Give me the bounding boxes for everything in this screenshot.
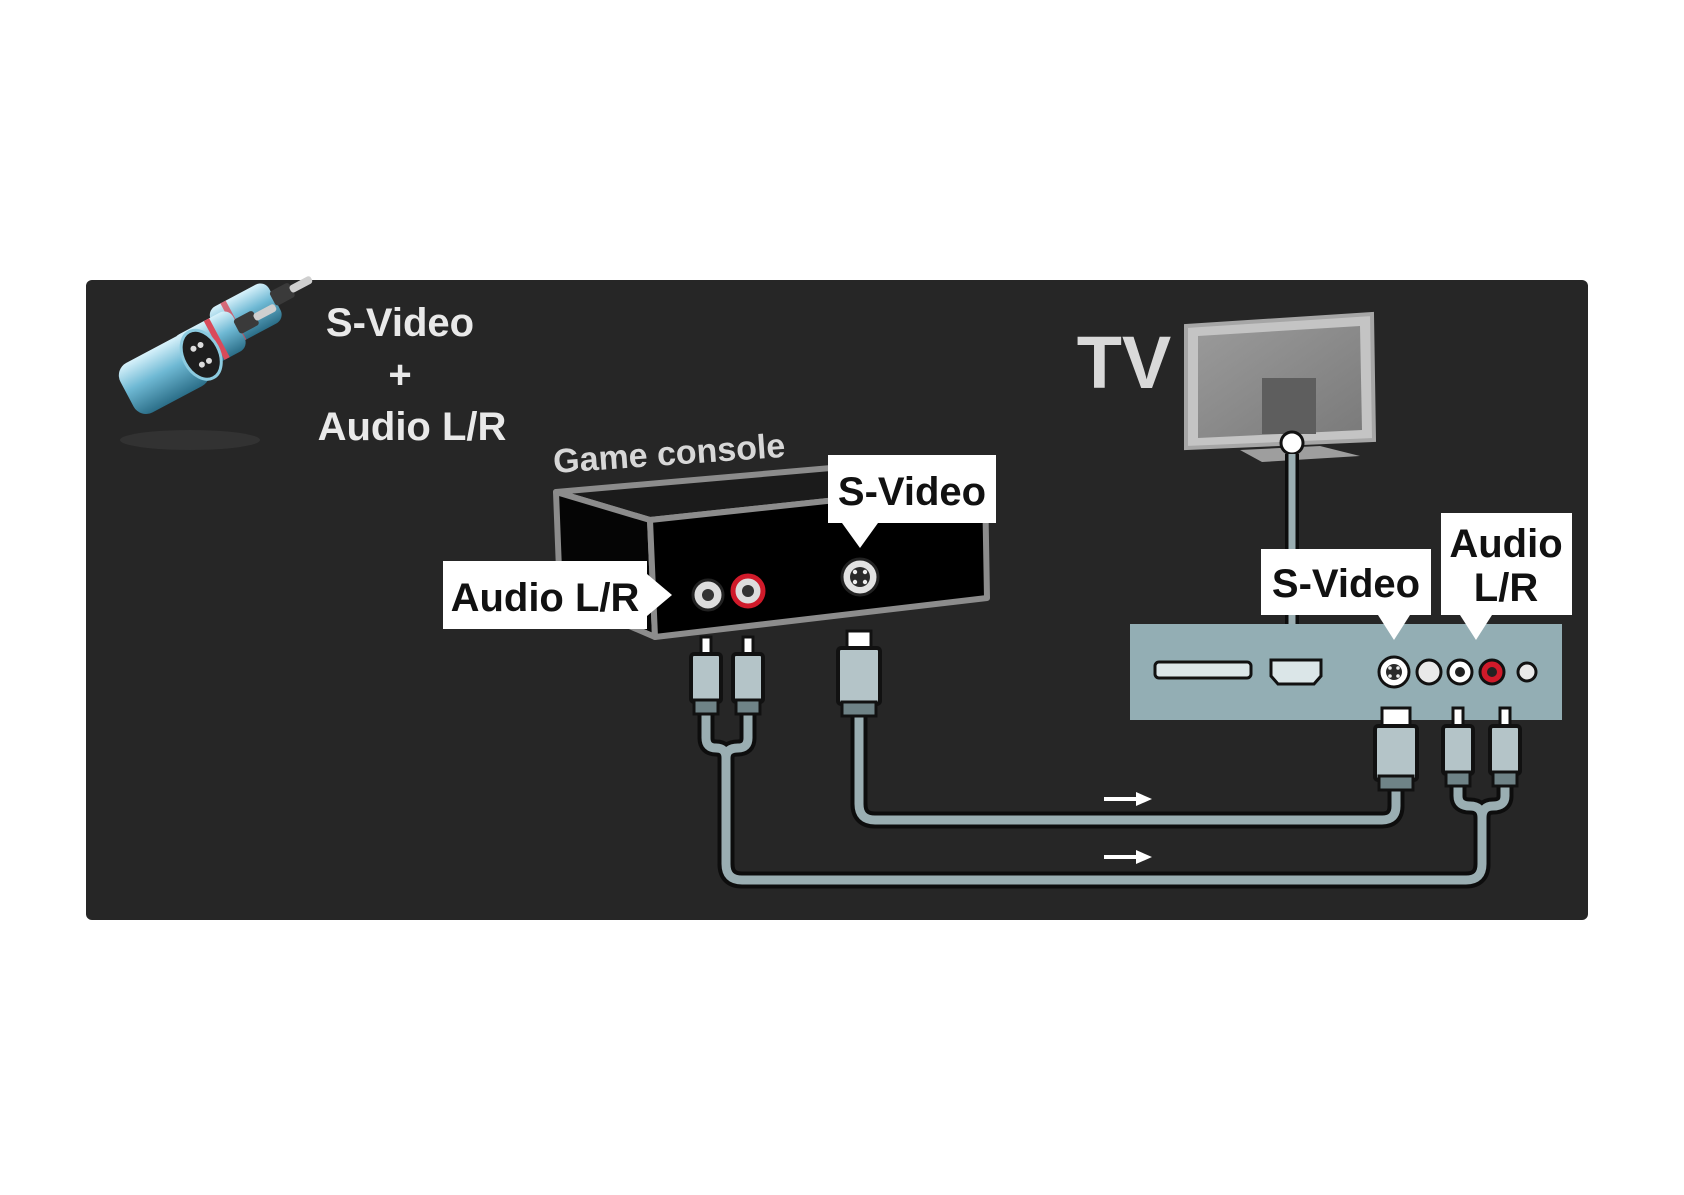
svideo-audio-cable-icon — [118, 276, 313, 450]
legend-audio-lr: Audio L/R — [318, 405, 507, 449]
legend-svideo: S-Video — [326, 301, 474, 345]
tv-headphone-jack — [1516, 661, 1538, 683]
console-svideo-plug — [836, 629, 882, 718]
tv-connector-panel — [1130, 624, 1562, 720]
tv-slot-port — [1153, 660, 1253, 680]
tv-audio-label-line1: Audio — [1449, 522, 1562, 566]
tv-icon — [1184, 311, 1377, 462]
console-audio-callout: Audio L/R — [443, 561, 672, 629]
console-audio-right-plug — [731, 635, 765, 716]
tv-audio-left-plug — [1441, 706, 1475, 788]
legend-plus: + — [388, 353, 411, 397]
audio-cable — [697, 707, 1514, 889]
console-audio-label: Audio L/R — [451, 576, 640, 620]
console-svideo-label: S-Video — [838, 470, 986, 514]
tv-audio-right-plug — [1488, 706, 1522, 788]
console-audio-left-plug — [689, 635, 723, 716]
tv-audio-callout: Audio L/R — [1441, 513, 1572, 640]
svideo-cable — [850, 710, 1405, 829]
tv-svideo-plug — [1373, 706, 1419, 792]
svideo-direction-arrow-icon — [1104, 792, 1152, 806]
tv-title: TV — [1077, 321, 1172, 404]
audio-direction-arrow-icon — [1104, 850, 1152, 864]
tv-audio-label-line2: L/R — [1474, 566, 1539, 610]
tv-svideo-label: S-Video — [1272, 562, 1420, 606]
tv-video-jack — [1415, 658, 1443, 686]
tv-svideo-callout: S-Video — [1261, 549, 1431, 640]
console-svideo-callout: S-Video — [828, 455, 996, 548]
tv-hdmi-port — [1269, 658, 1323, 686]
